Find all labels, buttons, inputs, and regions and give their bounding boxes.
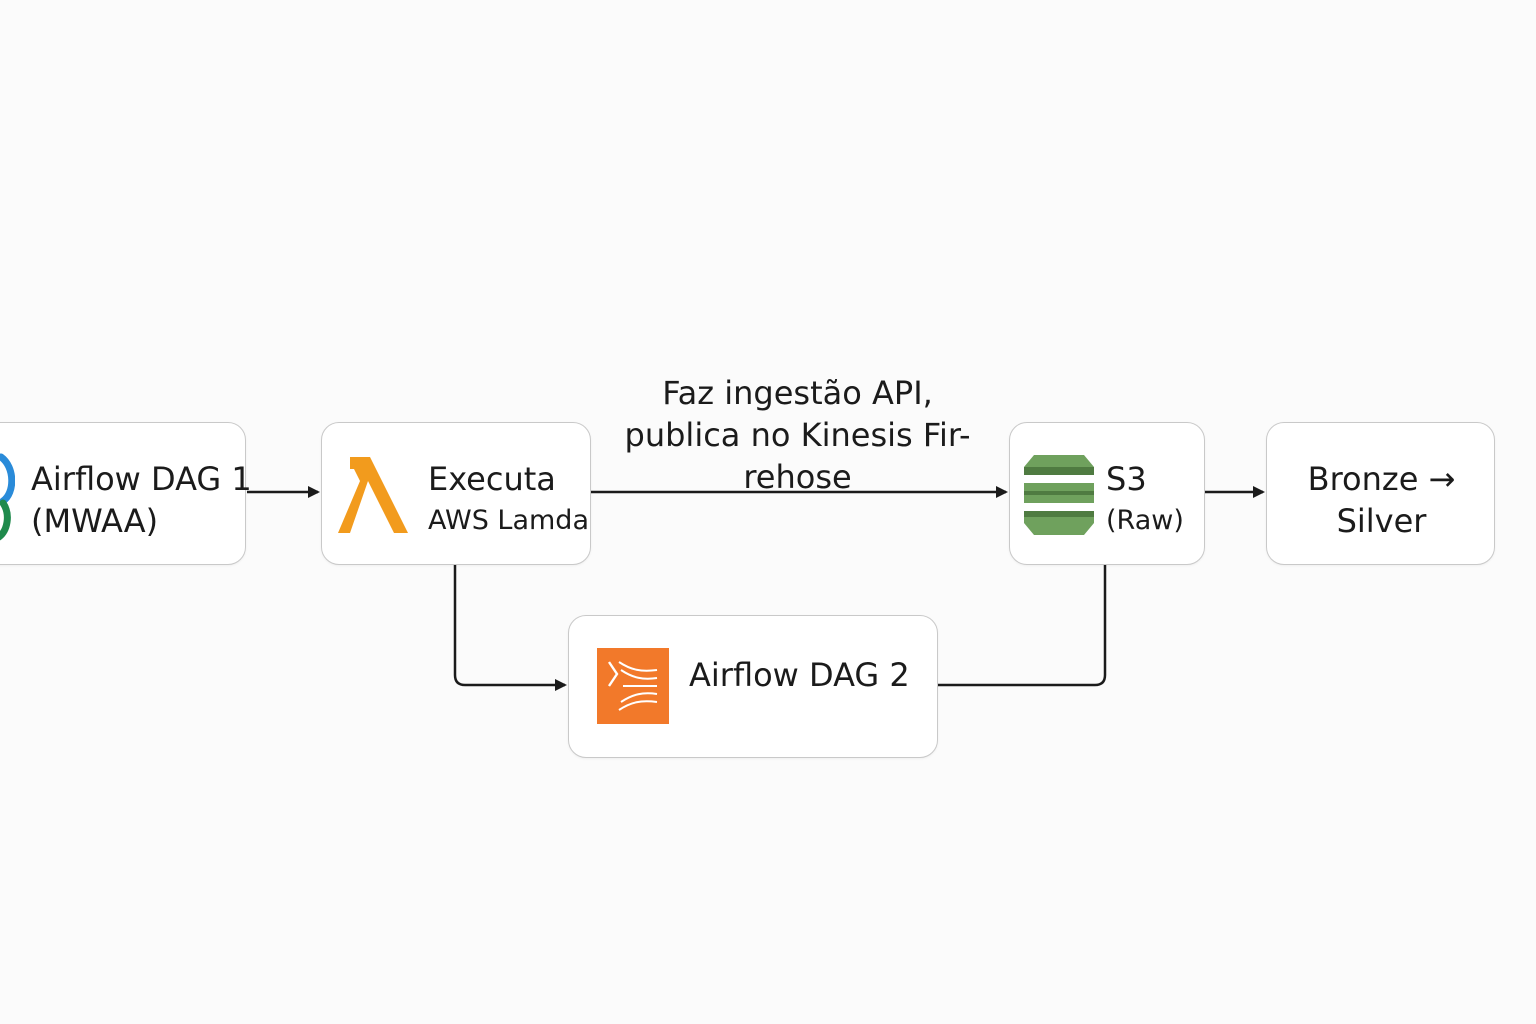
- node-s3-raw-title: S3: [1106, 460, 1147, 498]
- node-bronze-silver-title: Bronze →: [1307, 460, 1456, 498]
- node-airflow-dag-1-title: Airflow DAG 1: [31, 460, 252, 498]
- node-airflow-dag-1-label: Airflow DAG 1 (MWAA): [31, 458, 252, 542]
- node-aws-lambda-title: Executa: [428, 460, 556, 498]
- kinesis-firehose-icon: [597, 648, 669, 724]
- node-s3-raw-label: S3 (Raw): [1106, 458, 1184, 542]
- node-aws-lambda-label: Executa AWS Lamda: [428, 458, 589, 542]
- airflow-icon: [0, 453, 15, 541]
- connector-dag2-to-s3: [938, 565, 1107, 687]
- node-s3-raw-subtitle: (Raw): [1106, 505, 1184, 536]
- node-airflow-dag-2-title: Airflow DAG 2: [689, 656, 910, 694]
- node-airflow-dag-2[interactable]: Airflow DAG 2: [568, 615, 938, 758]
- node-bronze-silver[interactable]: Bronze → Silver: [1266, 422, 1495, 565]
- aws-s3-icon: [1024, 455, 1094, 535]
- node-s3-raw[interactable]: S3 (Raw): [1009, 422, 1205, 565]
- arrow-lambda-to-dag2: [453, 565, 567, 691]
- node-airflow-dag-2-label: Airflow DAG 2: [689, 654, 910, 696]
- node-bronze-silver-subtitle: Silver: [1336, 502, 1427, 540]
- edge-label-line1: Faz ingestão API,: [662, 374, 933, 412]
- node-aws-lambda[interactable]: Executa AWS Lamda: [321, 422, 591, 565]
- node-airflow-dag-1[interactable]: Airflow DAG 1 (MWAA): [0, 422, 252, 565]
- node-bronze-silver-label: Bronze → Silver: [1267, 458, 1496, 542]
- aws-lambda-icon: [338, 457, 408, 533]
- edge-label-line2: publica no Kinesis Fir-: [624, 416, 971, 454]
- edge-label-line3: rehose: [743, 458, 852, 496]
- node-airflow-dag-1-subtitle: (MWAA): [31, 502, 159, 540]
- node-aws-lambda-subtitle: AWS Lamda: [428, 505, 589, 536]
- edge-label-ingestion: Faz ingestão API, publica no Kinesis Fir…: [620, 372, 975, 498]
